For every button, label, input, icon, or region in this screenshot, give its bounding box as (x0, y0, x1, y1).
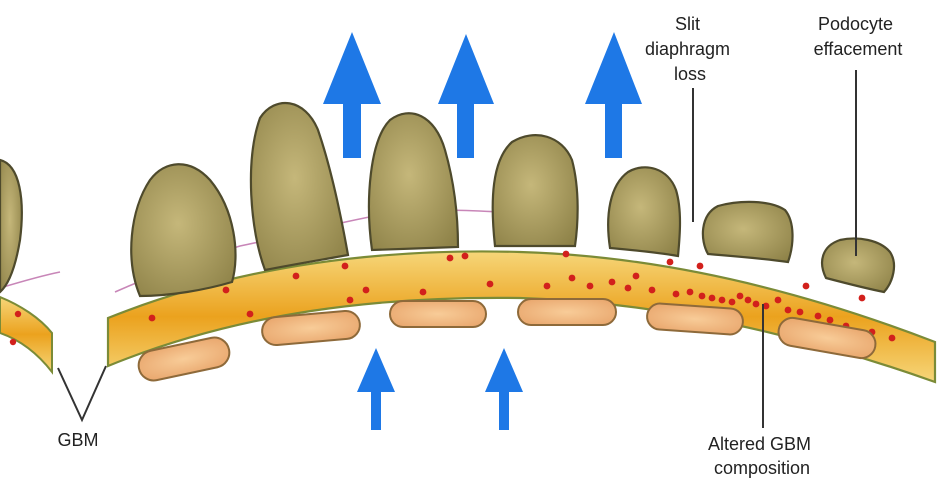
protein-dot (563, 251, 570, 258)
arrow-up-icon (357, 348, 395, 430)
protein-dot (363, 287, 370, 294)
podocyte-cell (0, 160, 22, 292)
filtration-arrows-upper (323, 32, 642, 158)
protein-dot (149, 315, 156, 322)
endothelial-cell (390, 301, 486, 327)
gbm-left-fragment (0, 297, 52, 372)
gbm-leader-lines (58, 366, 106, 420)
arrow-up-icon (323, 32, 381, 158)
protein-dot (293, 273, 300, 280)
protein-dot (609, 279, 616, 286)
protein-dot (719, 297, 726, 304)
protein-dot (447, 255, 454, 262)
protein-dot (687, 289, 694, 296)
podocyte-cell (131, 164, 235, 296)
protein-dot (697, 263, 704, 270)
protein-dot (544, 283, 551, 290)
protein-dot (775, 297, 782, 304)
protein-dot (797, 309, 804, 316)
protein-dot (462, 253, 469, 260)
protein-dot (569, 275, 576, 282)
arrow-up-icon (438, 34, 494, 158)
protein-dot (633, 273, 640, 280)
protein-dot (815, 313, 822, 320)
podocyte-cell (608, 167, 680, 256)
endothelial-cell (518, 299, 616, 325)
protein-dot (587, 283, 594, 290)
gbm-label: GBM (57, 430, 98, 450)
protein-dot (729, 299, 736, 306)
arrow-up-icon (585, 32, 642, 158)
endothelial-cell (646, 303, 744, 336)
podocyte-cell (493, 135, 578, 246)
podocyte-cell (703, 202, 793, 262)
altered-gbm-composition-label: Altered GBM composition (708, 434, 816, 478)
protein-dot (420, 289, 427, 296)
slit-diaphragm-label: Slit diaphragm loss (645, 14, 735, 84)
podocyte-cell (251, 103, 348, 270)
protein-dot (667, 259, 674, 266)
podocyte-cell (822, 239, 894, 293)
protein-dot (827, 317, 834, 324)
filtration-arrows-lower (357, 348, 523, 430)
protein-dot (487, 281, 494, 288)
protein-dot (699, 293, 706, 300)
protein-dot (673, 291, 680, 298)
protein-dot (889, 335, 896, 342)
protein-dot (709, 295, 716, 302)
protein-dot (859, 295, 866, 302)
protein-dot (347, 297, 354, 304)
protein-dot (737, 293, 744, 300)
protein-dot (649, 287, 656, 294)
protein-dot (223, 287, 230, 294)
protein-dot (625, 285, 632, 292)
protein-dot (745, 297, 752, 304)
podocyte-cell (369, 113, 458, 250)
protein-dot (785, 307, 792, 314)
protein-dot (803, 283, 810, 290)
podocyte-effacement-label: Podocyte effacement (814, 14, 903, 59)
protein-dot (342, 263, 349, 270)
protein-dot (247, 311, 254, 318)
arrow-up-icon (485, 348, 523, 430)
protein-dot (753, 301, 760, 308)
